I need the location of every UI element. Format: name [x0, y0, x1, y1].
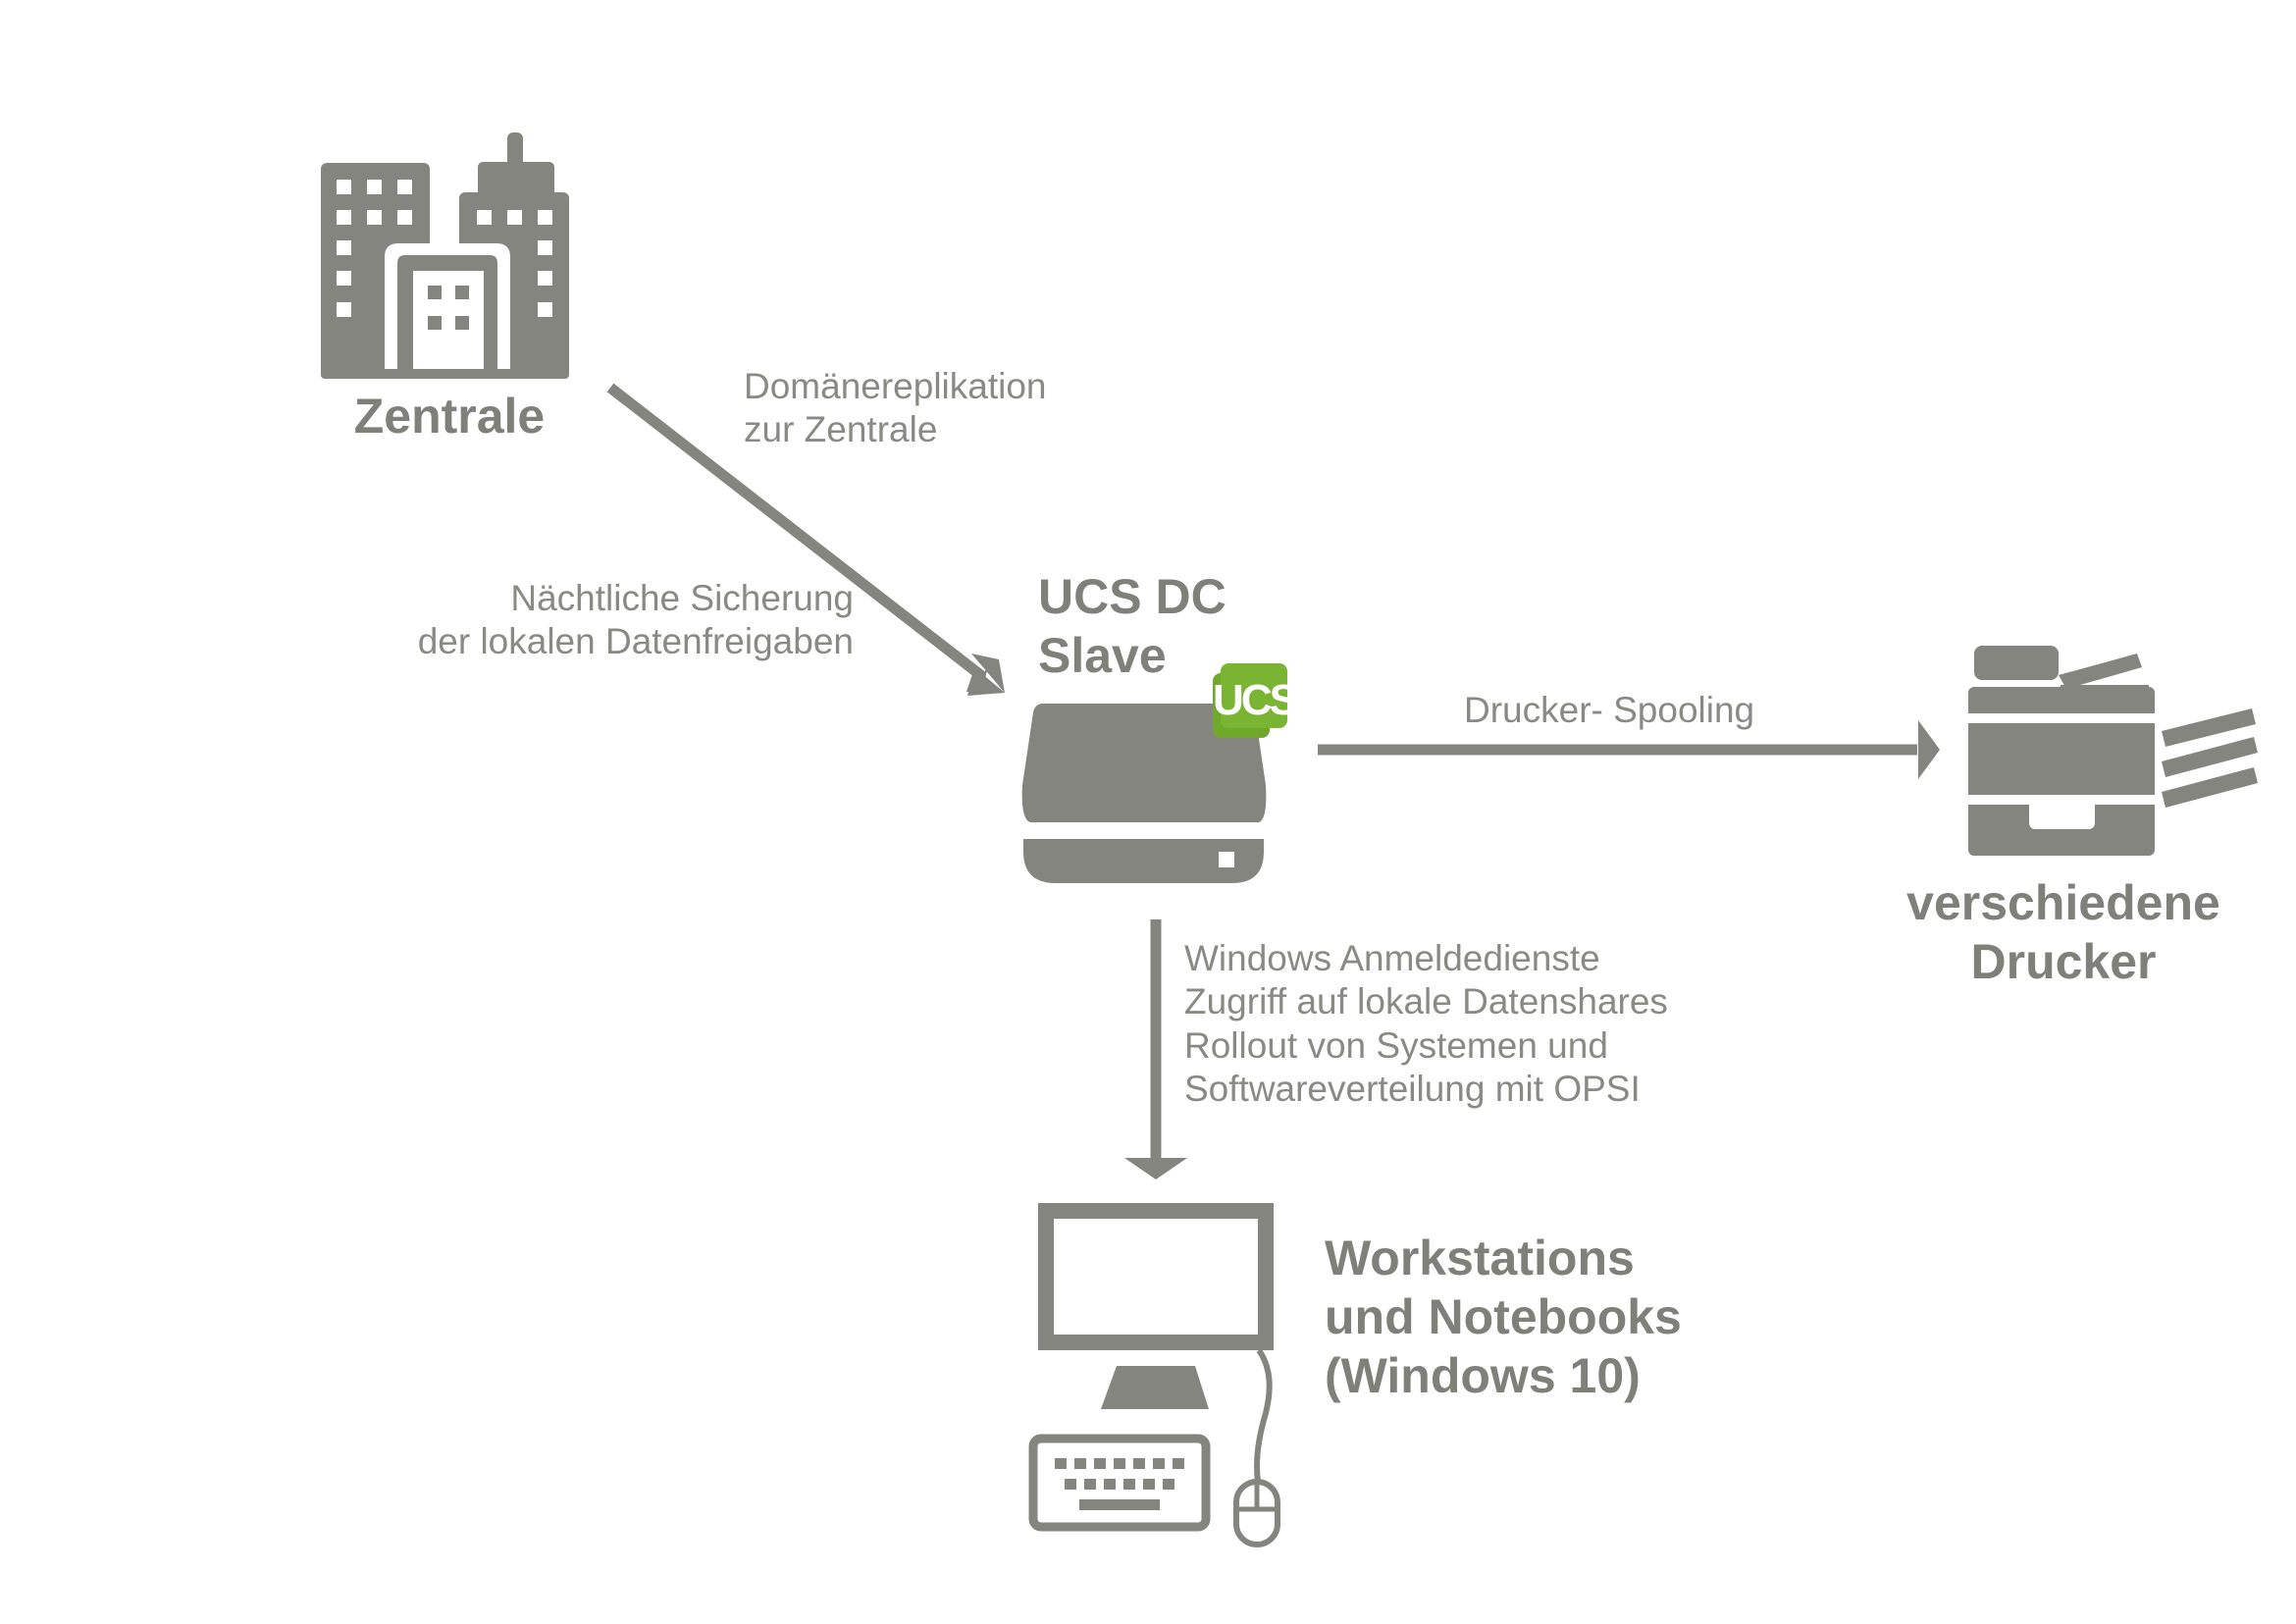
ucs-server-label-line-1: UCS DC	[1038, 569, 1226, 624]
services-label-line-3: Rollout von Systemen und	[1184, 1024, 1608, 1066]
spooling-label: Drucker- Spooling	[1464, 690, 1755, 730]
zentrale-label: Zentrale	[353, 389, 546, 444]
services-arrow	[1124, 919, 1187, 1179]
office-buildings-icon	[321, 132, 569, 379]
replication-label: Domänereplikation zur Zentrale	[744, 365, 1047, 452]
spooling-arrow	[1318, 720, 1940, 779]
backup-label: Nächtliche Sicherung der lokalen Datenfr…	[334, 577, 854, 664]
workstations-label-line-3: (Windows 10)	[1325, 1348, 1641, 1403]
server-icon	[1021, 704, 1267, 883]
ucs-server-label-line-2: Slave	[1038, 628, 1167, 683]
services-label-line-4: Softwareverteilung mit OPSI	[1184, 1069, 1641, 1110]
ucs-server-label: UCS DC Slave	[1038, 567, 1226, 685]
replication-arrow	[606, 383, 1005, 696]
ucs-badge-icon: UCS	[1213, 663, 1300, 738]
drucker-label: verschiedene Drucker	[1882, 873, 2245, 991]
backup-label-line-2: der lokalen Datenfreigaben	[417, 621, 854, 662]
workstations-label-line-1: Workstations	[1325, 1231, 1635, 1285]
workstations-label-line-2: und Notebooks	[1325, 1289, 1682, 1344]
services-label-line-2: Zugriff auf lokale Datenshares	[1184, 981, 1668, 1022]
workstations-label: Workstations und Notebooks (Windows 10)	[1325, 1229, 1682, 1405]
desktop-computer-icon	[1028, 1203, 1280, 1547]
replication-label-line-2: zur Zentrale	[744, 409, 938, 450]
services-label: Windows Anmeldedienste Zugriff auf lokal…	[1184, 937, 1668, 1112]
backup-label-line-1: Nächtliche Sicherung	[510, 578, 854, 618]
replication-label-line-1: Domänereplikation	[744, 366, 1047, 406]
drucker-label-line-1: verschiedene	[1906, 875, 2220, 930]
printer-icon	[1968, 646, 2258, 856]
drucker-label-line-2: Drucker	[1970, 934, 2157, 989]
svg-text:UCS: UCS	[1213, 676, 1297, 724]
services-label-line-1: Windows Anmeldedienste	[1184, 938, 1600, 978]
